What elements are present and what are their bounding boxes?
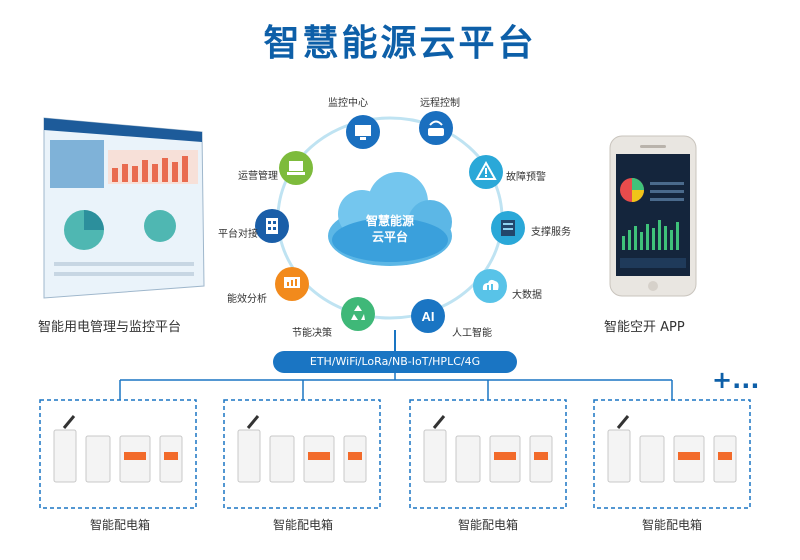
page-title: 智慧能源云平台: [263, 23, 537, 64]
node-monitor-center: [345, 114, 381, 150]
breaker-module: [269, 435, 295, 483]
distribution-box: [223, 399, 381, 509]
node-label: 大数据: [512, 290, 542, 301]
platform-label: 智能用电管理与监控平台: [38, 320, 182, 335]
node-label: 监控中心: [328, 98, 368, 109]
breaker-module: [639, 435, 665, 483]
node-efficiency-analysis: [274, 266, 310, 302]
node-fault-warning: [468, 154, 504, 190]
breaker-switch: [308, 452, 330, 460]
phone-illustration: [609, 135, 697, 297]
node-label: 支撑服务: [531, 227, 571, 238]
breaker-switch: [534, 452, 548, 460]
node-label: 故障预警: [506, 172, 546, 183]
breaker-switch: [678, 452, 700, 460]
breaker-switch: [124, 452, 146, 460]
breaker-module: [85, 435, 111, 483]
node-ai: AI: [410, 298, 446, 334]
node-label: 远程控制: [420, 98, 460, 109]
breaker-module: [237, 429, 261, 483]
distribution-box: [39, 399, 197, 509]
app-label: 智能空开 APP: [604, 320, 685, 335]
box-label: 智能配电箱: [457, 518, 518, 532]
box-label: 智能配电箱: [89, 518, 150, 532]
monitor-screen-illustration: [43, 117, 205, 299]
node-label: 节能决策: [292, 328, 332, 339]
antenna: [246, 415, 260, 429]
node-label: 运营管理: [238, 171, 278, 182]
breaker-switch: [164, 452, 178, 460]
breaker-switch: [718, 452, 732, 460]
more-indicator: +...: [712, 366, 760, 394]
breaker-module: [455, 435, 481, 483]
breaker-module: [53, 429, 77, 483]
svg-text:AI: AI: [422, 309, 435, 324]
antenna: [62, 415, 76, 429]
node-operation-management: [278, 150, 314, 186]
breaker-switch: [348, 452, 362, 460]
distribution-lines: [119, 373, 673, 400]
node-support-service: [490, 210, 526, 246]
node-label: 平台对接: [218, 229, 258, 240]
breaker-module: [423, 429, 447, 483]
breaker-switch: [494, 452, 516, 460]
node-remote-control: [418, 110, 454, 146]
node-label: 人工智能: [452, 328, 492, 339]
antenna: [432, 415, 446, 429]
cloud-shape: [328, 172, 452, 266]
distribution-box: [593, 399, 751, 509]
cloud-title-line1: 智慧能源: [365, 214, 414, 228]
node-energy-decision: [340, 296, 376, 332]
node-platform-integration: [254, 208, 290, 244]
antenna: [616, 415, 630, 429]
cloud-title-line2: 云平台: [371, 230, 408, 244]
network-bar: ETH/WiFi/LoRa/NB-IoT/HPLC/4G: [273, 351, 517, 373]
distribution-box: [409, 399, 567, 509]
breaker-module: [607, 429, 631, 483]
node-big-data: [472, 268, 508, 304]
box-label: 智能配电箱: [641, 518, 702, 532]
node-label: 能效分析: [227, 294, 267, 305]
box-label: 智能配电箱: [272, 518, 333, 532]
